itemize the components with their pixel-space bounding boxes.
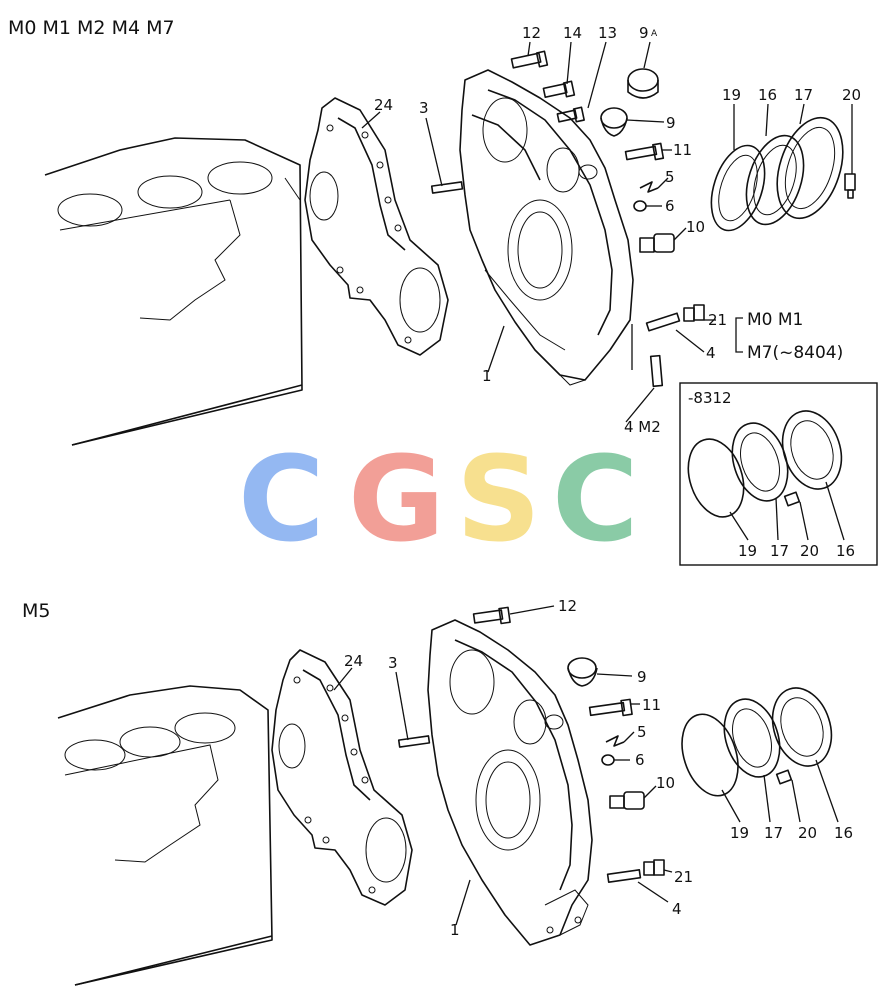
section-heading-bottom: M5	[22, 600, 50, 622]
callout-21-top: 21	[708, 311, 727, 329]
leaders-bottom	[333, 605, 839, 926]
callout-6-bottom: 6	[635, 751, 645, 769]
callout-11-bottom: 11	[642, 696, 661, 714]
plug-9a-top	[627, 68, 659, 99]
oil-seal-16-bottom	[771, 687, 833, 767]
bolt-12-bottom	[472, 606, 511, 625]
callout-16-inset: 16	[836, 542, 855, 560]
callout-1-top: 1	[482, 367, 492, 385]
bolt-20-inset	[783, 491, 801, 507]
callout-20-top: 20	[842, 86, 861, 104]
oil-seal-16-inset	[781, 410, 843, 490]
callout-16-top: 16	[758, 86, 777, 104]
watermark-letter-c2: C	[552, 430, 639, 568]
callout-17-inset: 17	[770, 542, 789, 560]
callout-9a-top: 9	[639, 24, 649, 42]
callout-12-top: 12	[522, 24, 541, 42]
dowel-3-bottom	[397, 735, 431, 748]
stud-4-top	[645, 312, 681, 332]
engine-block-top	[44, 137, 303, 446]
watermark-logo: C G S C	[238, 430, 639, 568]
bolt-20-top	[844, 173, 856, 199]
gear-case-1-bottom	[427, 619, 593, 946]
bolt-13-top	[556, 106, 585, 123]
callout-24-bottom: 24	[344, 652, 363, 670]
nut-21-bottom	[643, 859, 665, 876]
retainer-17-top	[776, 116, 844, 220]
callout-9-top: 9	[666, 114, 676, 132]
bolt-11-bottom	[588, 698, 633, 717]
callout-4-bottom: 4	[672, 900, 682, 918]
plug-10-bottom	[609, 791, 645, 810]
callout-19-inset: 19	[738, 542, 757, 560]
callout-1-bottom: 1	[450, 921, 460, 939]
callout-11-top: 11	[673, 141, 692, 159]
callout-3-top: 3	[419, 99, 429, 117]
gasket-24-bottom	[271, 649, 413, 906]
seal-ring-19-top	[710, 144, 766, 232]
callout-24-top: 24	[374, 96, 393, 114]
inset-frame	[679, 382, 878, 566]
watermark-letter-s: S	[456, 430, 541, 568]
callout-4-m2: 4 M2	[624, 418, 661, 436]
callout-20-inset: 20	[800, 542, 819, 560]
callout-9a-suffix: A	[651, 29, 658, 39]
nut-6-bottom	[601, 754, 615, 766]
gasket-24-top	[304, 97, 449, 356]
callout-9-bottom: 9	[637, 668, 647, 686]
nut-6-top	[633, 200, 647, 212]
callout-4-top: 4	[706, 344, 716, 362]
engine-block-bottom	[57, 685, 273, 986]
callout-10-bottom: 10	[656, 774, 675, 792]
callout-12-bottom: 12	[558, 597, 577, 615]
callout-19-top: 19	[722, 86, 741, 104]
section-heading-top: M0 M1 M2 M4 M7	[8, 17, 175, 39]
stud-4-bottom	[606, 869, 642, 883]
washer-5-bottom	[605, 735, 625, 747]
watermark-letter-g: G	[348, 430, 445, 568]
dowel-3-top	[430, 181, 464, 194]
o-ring-19-inset	[687, 438, 745, 518]
nut-21-top	[683, 304, 705, 322]
stud-4-m2-top	[649, 354, 664, 388]
callout-10-top: 10	[686, 218, 705, 236]
callout-3-bottom: 3	[388, 654, 398, 672]
washer-5-top	[639, 181, 659, 193]
callout-16-bottom: 16	[834, 824, 853, 842]
bolt-20-bottom	[775, 769, 793, 785]
plug-9-top	[600, 107, 628, 137]
inset-heading: -8312	[688, 389, 732, 407]
plug-9-bottom	[567, 657, 598, 687]
inset-detail: -8312 19 17 20 16	[679, 382, 878, 566]
callout-21-bottom: 21	[674, 868, 693, 886]
gear-case-1-top	[459, 69, 634, 386]
o-ring-19-bottom	[681, 713, 739, 797]
callout-20-bottom: 20	[798, 824, 817, 842]
callout-5-bottom: 5	[637, 723, 647, 741]
callout-17-bottom: 17	[764, 824, 783, 842]
variant-label-m7: M7(~8404)	[747, 343, 843, 363]
bolt-14-top	[542, 80, 576, 98]
variant-label-m0-m1: M0 M1	[747, 310, 803, 330]
bolt-12-top	[510, 50, 549, 69]
plug-10-top	[639, 233, 675, 253]
callout-5-top: 5	[665, 168, 675, 186]
retainer-17-bottom	[723, 698, 781, 778]
bottom-assembly: 12 24 3 9 11 5 6 10 19 17 20 16 21 4 1	[57, 597, 853, 986]
callout-13-top: 13	[598, 24, 617, 42]
bolt-11-top	[624, 142, 665, 161]
watermark-letter-c1: C	[238, 430, 325, 568]
top-assembly: 12 14 13 9 A 9 24 3 11 5 6 10 19 16 17 2…	[44, 24, 861, 446]
oil-seal-16-top	[745, 134, 805, 226]
leaders-top	[361, 41, 853, 423]
callout-19-bottom: 19	[730, 824, 749, 842]
callout-6-top: 6	[665, 197, 675, 215]
callout-17-top: 17	[794, 86, 813, 104]
callout-14-top: 14	[563, 24, 582, 42]
